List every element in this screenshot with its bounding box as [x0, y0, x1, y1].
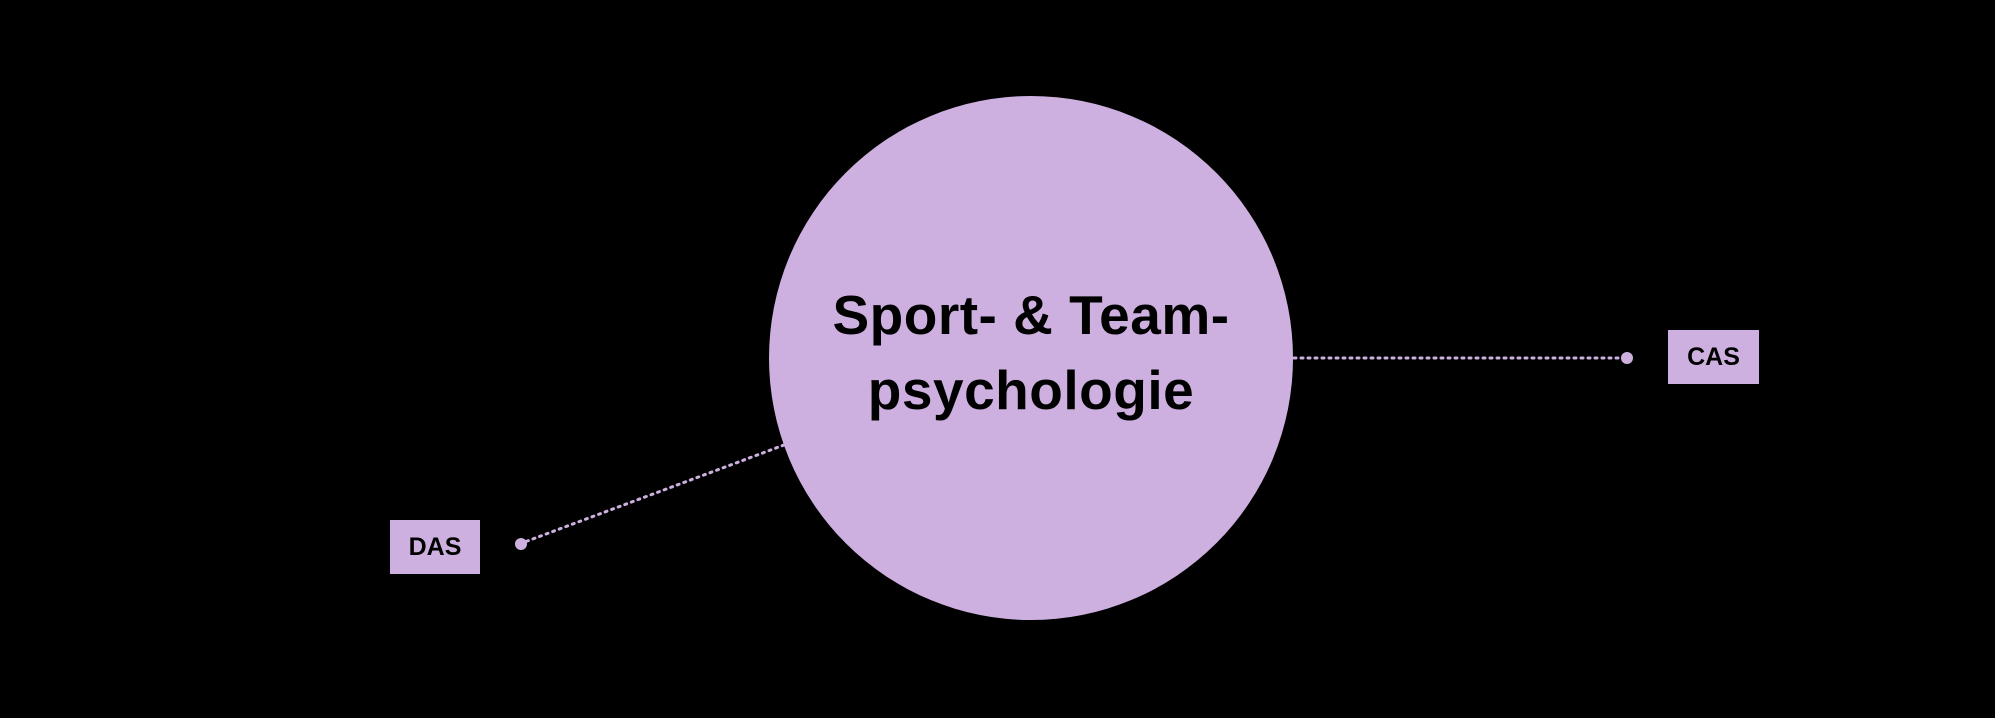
central-topic-line-2: psychologie [867, 359, 1195, 421]
connector-line-das [520, 443, 786, 545]
node-das: DAS [390, 520, 480, 574]
node-das-label: DAS [408, 532, 462, 561]
central-topic-line-1: Sport- & Team- [832, 284, 1230, 346]
connector-dot-das [515, 538, 527, 550]
central-topic-title: Sport- & Team- psychologie [811, 278, 1251, 428]
node-cas-label: CAS [1687, 342, 1740, 371]
connector-dot-cas [1621, 352, 1633, 364]
node-cas: CAS [1668, 330, 1759, 384]
central-topic-circle: Sport- & Team- psychologie [769, 96, 1293, 620]
